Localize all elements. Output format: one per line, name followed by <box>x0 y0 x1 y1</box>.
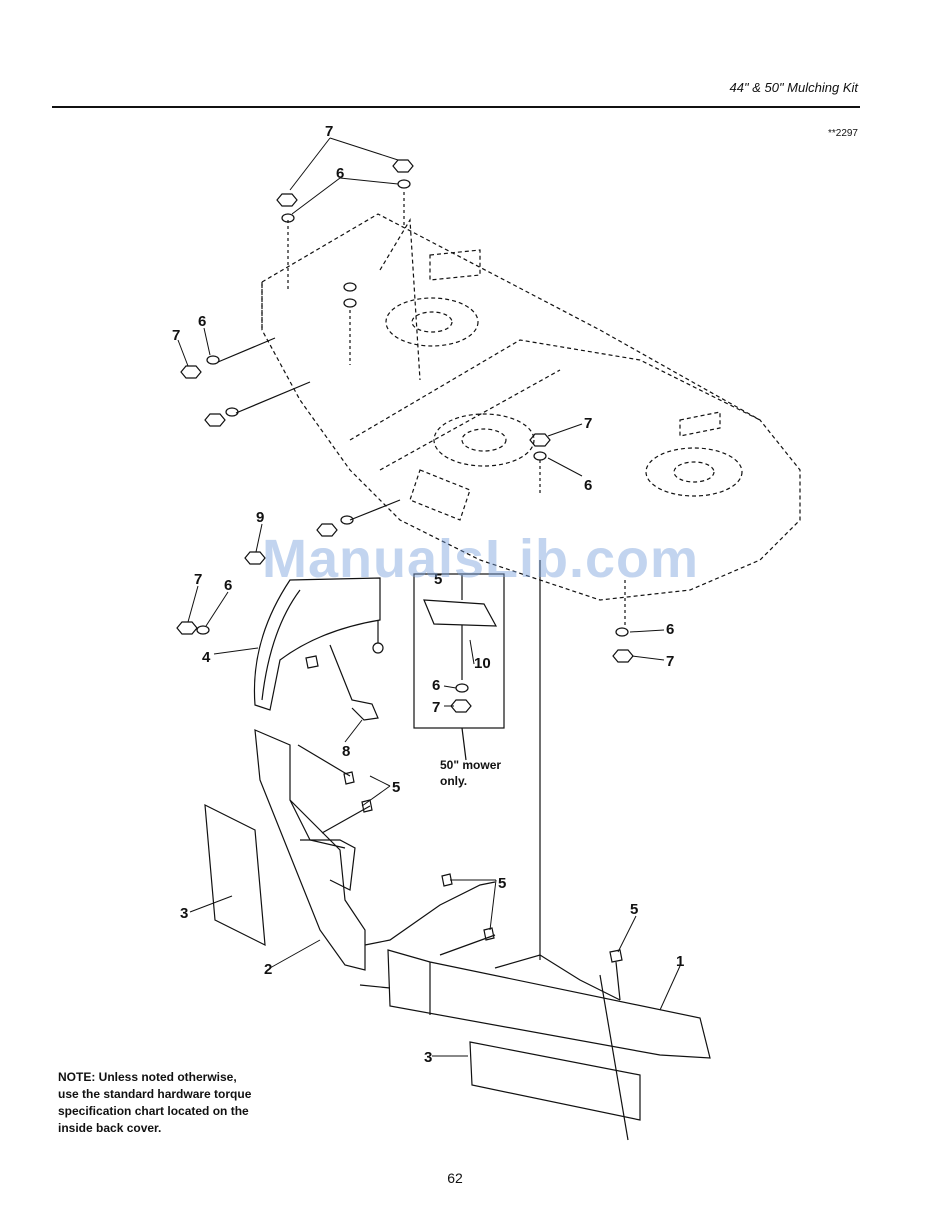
callout-label: 3 <box>180 905 188 922</box>
note-line: specification chart located on the <box>58 1103 308 1120</box>
callout-label: 7 <box>194 571 202 588</box>
callout-label: 4 <box>202 649 211 666</box>
note-line: inside back cover. <box>58 1120 308 1137</box>
watermark: ManualsLib.com <box>262 528 699 590</box>
callout-label: 5 <box>630 901 638 918</box>
callout-label: 5 <box>392 779 400 796</box>
callout-label: 6 <box>336 165 344 182</box>
inset-note: 50" mower only. <box>440 757 501 789</box>
torque-note: NOTE: Unless noted otherwise, use the st… <box>58 1069 308 1137</box>
callout-label: 6 <box>584 477 592 494</box>
callout-label: 7 <box>325 123 333 140</box>
callout-label: 3 <box>424 1049 432 1066</box>
front-baffle <box>360 882 710 1058</box>
callout-label: 2 <box>264 961 272 978</box>
callout-label: 6 <box>432 677 440 694</box>
inset-note-line: 50" mower <box>440 757 501 773</box>
callout-label: 6 <box>224 577 232 594</box>
note-line: use the standard hardware torque <box>58 1086 308 1103</box>
callout-label: 5 <box>498 875 506 892</box>
hex-nuts <box>177 160 633 712</box>
page-number: 62 <box>0 1170 910 1186</box>
callout-label: 7 <box>666 653 674 670</box>
callout-label: 6 <box>666 621 674 638</box>
callout-label: 8 <box>342 743 350 760</box>
callout-label: 6 <box>198 313 206 330</box>
callout-label: 10 <box>474 655 491 672</box>
curved-baffle <box>254 578 383 720</box>
inset-note-line: only. <box>440 773 501 789</box>
bolts <box>306 656 622 962</box>
note-line: NOTE: Unless noted otherwise, <box>58 1069 308 1086</box>
callout-label: 7 <box>172 327 180 344</box>
callout-label: 1 <box>676 953 684 970</box>
hardware-leaders <box>218 192 628 1140</box>
plate-left <box>205 805 265 945</box>
callout-leaders <box>178 138 680 1056</box>
callout-label: 7 <box>432 699 440 716</box>
plate-bottom <box>470 1042 640 1120</box>
callout-numbers: 7 6 6 7 7 6 9 7 6 4 8 5 10 6 7 6 7 5 3 2… <box>172 123 684 1066</box>
long-baffle <box>255 730 370 970</box>
callout-label: 9 <box>256 509 264 526</box>
callout-label: 7 <box>584 415 592 432</box>
